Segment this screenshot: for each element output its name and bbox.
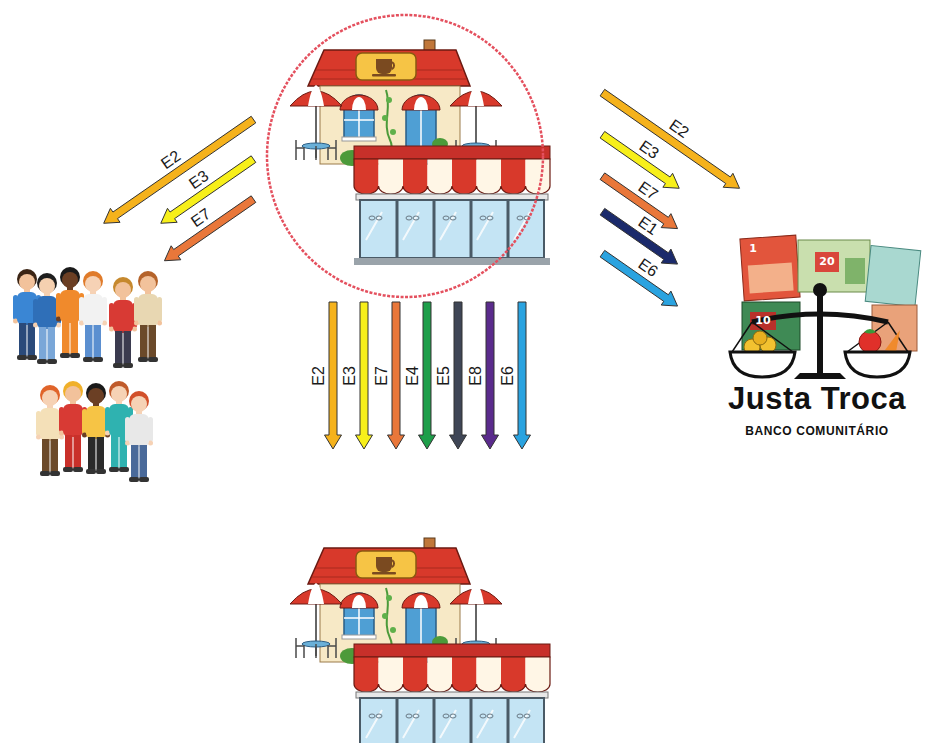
flow-arrow (600, 173, 677, 229)
people-illustration-part (79, 271, 107, 362)
bank-logo: Justa TrocaBANCO COMUNITÁRIO (680, 190, 930, 450)
banknote (845, 258, 865, 284)
cafe-node (280, 452, 560, 743)
bank-illustration (730, 235, 921, 379)
balance-scale-part (752, 314, 888, 322)
flow-arrow (419, 302, 436, 449)
banknote (865, 246, 921, 307)
logo-title: Justa Troca (707, 381, 927, 417)
flow-label: E4 (404, 366, 422, 386)
people-illustration-part (125, 391, 153, 482)
circle-outline (265, 13, 545, 299)
flow-label: E3 (341, 366, 359, 386)
flow-arrow (482, 302, 499, 449)
balance-scale-part (794, 373, 846, 379)
flow-label: E7 (188, 205, 214, 231)
flow-label: E2 (310, 366, 328, 386)
flow-label: E6 (499, 366, 517, 386)
flow-label: E3 (636, 137, 662, 163)
flow-arrow (164, 196, 255, 261)
balance-scale-part (753, 331, 767, 345)
banknote (748, 262, 794, 293)
flow-label: E1 (635, 213, 661, 239)
cafe-node (265, 13, 545, 299)
people-illustration-part (109, 277, 137, 368)
flow-arrow (388, 302, 405, 449)
people-illustration-part (134, 271, 162, 362)
cafe-illustration (290, 40, 550, 265)
balance-scale-part (885, 330, 900, 352)
flow-label: E7 (635, 178, 661, 204)
people-illustration (13, 267, 162, 482)
balance-scale-part (864, 329, 876, 334)
flow-label: E2 (666, 116, 692, 142)
flow-arrow (104, 116, 256, 223)
banknote (740, 235, 800, 301)
flow-arrow (450, 302, 467, 449)
balance-scale-part (813, 283, 827, 297)
flow-label: E7 (373, 366, 391, 386)
banknote (815, 252, 839, 272)
cafe-illustration (290, 538, 550, 743)
flow-arrow (161, 156, 256, 223)
balance-scale-part (845, 352, 910, 377)
flow-arrow (600, 131, 679, 188)
flow-arrow (325, 302, 342, 449)
flow-label: E5 (435, 366, 453, 386)
banknote-value: 20 (819, 256, 834, 268)
balance-scale-part (730, 352, 795, 377)
logo-subtitle: BANCO COMUNITÁRIO (707, 424, 927, 438)
flow-arrow (600, 89, 739, 188)
flow-label: E3 (186, 167, 212, 193)
flow-label: E8 (467, 366, 485, 386)
banknote-value: 1 (749, 243, 757, 255)
balance-scale-part (859, 331, 881, 353)
flow-arrow (356, 302, 373, 449)
banknote-value: 10 (755, 315, 770, 327)
balance-scale-part (817, 295, 823, 373)
circle-outline (267, 15, 543, 297)
people-group (5, 225, 162, 480)
banknote (798, 240, 870, 292)
flow-arrow (514, 302, 531, 449)
flow-label: E2 (157, 147, 183, 173)
flow-arrow (600, 250, 677, 306)
flow-arrow (600, 208, 677, 264)
flow-label: E6 (635, 255, 661, 281)
balance-scale (730, 283, 910, 379)
